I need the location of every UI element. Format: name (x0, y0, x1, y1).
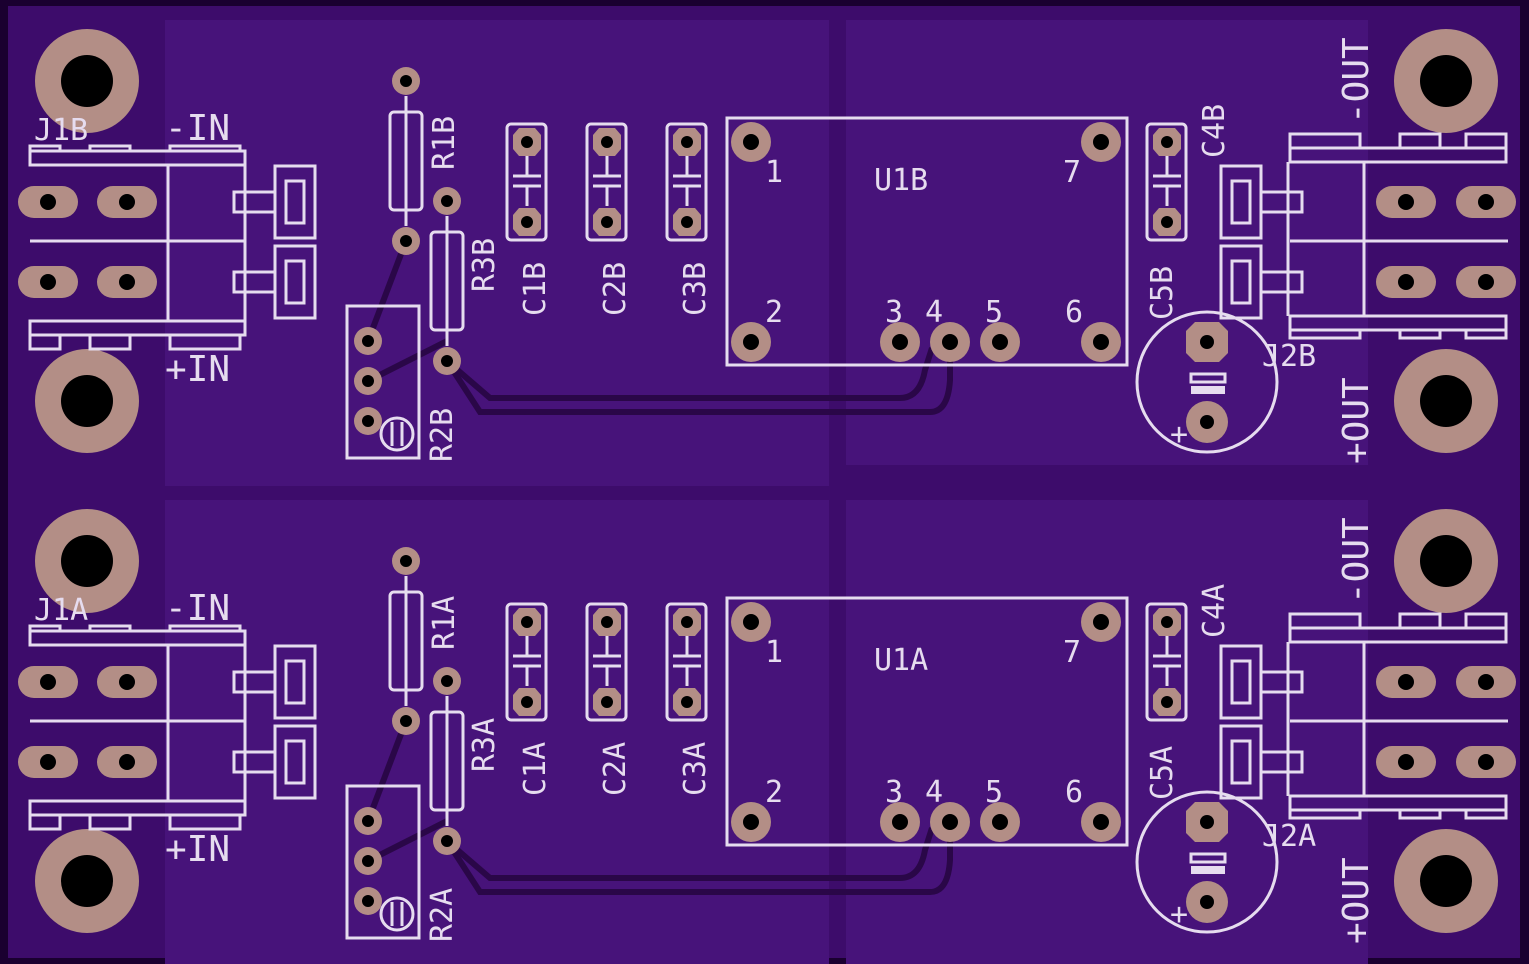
pin-label-1-a: 1 (765, 635, 783, 670)
label-c1a: C1A (518, 742, 553, 796)
label-neg-out-a: -OUT (1336, 517, 1377, 604)
mounting-hole-a-tl (35, 509, 139, 613)
label-pos-in-b: +IN (165, 349, 230, 390)
resistor-r1a (388, 547, 424, 735)
label-c2a: C2A (598, 742, 633, 796)
label-c3a: C3A (678, 742, 713, 796)
label-neg-out-b: -OUT (1336, 37, 1377, 124)
ic-u1a (725, 596, 1129, 847)
trace-b-1 (445, 347, 935, 401)
label-u1b: U1B (874, 163, 928, 198)
label-neg-in-b: -IN (165, 108, 230, 149)
label-c3b: C3B (678, 262, 713, 316)
pin-label-2-b: 2 (765, 295, 783, 330)
label-r3a: R3A (467, 718, 502, 772)
channel-b: J1B -IN +IN R1B R3B R2B (18, 20, 1516, 486)
capacitor-c2a (585, 602, 628, 722)
trace-b-4 (366, 338, 449, 384)
trace-a-2 (444, 822, 953, 895)
resistor-r1b (388, 67, 424, 255)
label-pos-in-a: +IN (165, 829, 230, 870)
label-u1a: U1A (874, 643, 928, 678)
mounting-hole-a-br (1394, 829, 1498, 933)
trace-a-3 (365, 719, 409, 823)
label-j1a: J1A (34, 593, 88, 628)
label-pos-out-b: +OUT (1336, 377, 1377, 464)
pin-label-5-a: 5 (985, 775, 1003, 810)
capacitor-c4b (1145, 122, 1188, 242)
capacitor-c5b (1135, 310, 1279, 454)
pin-label-4-b: 4 (925, 295, 943, 330)
pin-label-2-a: 2 (765, 775, 783, 810)
resistor-r3b (429, 187, 465, 375)
pin-label-6-a: 6 (1065, 775, 1083, 810)
capacitor-c2b (585, 122, 628, 242)
label-neg-in-a: -IN (165, 588, 230, 629)
mounting-hole-b-tl (35, 29, 139, 133)
capacitor-c1b (505, 122, 548, 242)
label-r2a: R2A (425, 888, 460, 942)
pin-label-3-a: 3 (885, 775, 903, 810)
output-connector-j2a (1219, 612, 1516, 820)
label-c5a-plus: + (1170, 897, 1188, 932)
resistor-r3a (429, 667, 465, 855)
output-connector-j2b (1219, 132, 1516, 340)
input-connector-j1b (18, 144, 317, 351)
label-c4a: C4A (1197, 584, 1232, 638)
input-connector-j1a (18, 624, 317, 831)
pin-label-3-b: 3 (885, 295, 903, 330)
capacitor-c3b (665, 122, 708, 242)
copper-pour-right-a (846, 500, 1368, 964)
label-j2a: J2A (1262, 819, 1316, 854)
label-r1a: R1A (427, 596, 462, 650)
label-c5b-plus: + (1170, 417, 1188, 452)
trace-b-3 (365, 239, 409, 343)
capacitor-c5a (1135, 790, 1279, 934)
mounting-hole-b-br (1394, 349, 1498, 453)
label-r1b: R1B (427, 116, 462, 170)
pin-label-6-b: 6 (1065, 295, 1083, 330)
mounting-hole-b-tr (1394, 29, 1498, 133)
label-r3b: R3B (467, 238, 502, 292)
trace-a-1 (445, 827, 935, 881)
label-c2b: C2B (598, 262, 633, 316)
capacitor-c1a (505, 602, 548, 722)
label-r2b: R2B (425, 408, 460, 462)
trace-a-4 (366, 818, 449, 864)
label-c1b: C1B (518, 262, 553, 316)
trimmer-r2a (345, 784, 421, 940)
label-j2b: J2B (1262, 339, 1316, 374)
label-c5a: C5A (1145, 746, 1180, 800)
pin-label-5-b: 5 (985, 295, 1003, 330)
pin-label-1-b: 1 (765, 155, 783, 190)
capacitor-c3a (665, 602, 708, 722)
copper-pour-right-b (846, 20, 1368, 465)
trace-b-2 (444, 342, 953, 415)
channel-a: J1A -IN +IN R1A R3A R2A (18, 500, 1516, 964)
label-pos-out-a: +OUT (1336, 857, 1377, 944)
mounting-hole-a-tr (1394, 509, 1498, 613)
label-j1b: J1B (34, 113, 88, 148)
ic-u1b (725, 116, 1129, 367)
label-c4b: C4B (1197, 104, 1232, 158)
trimmer-r2b (345, 304, 421, 460)
mounting-hole-a-bl (35, 829, 139, 933)
mounting-hole-b-bl (35, 349, 139, 453)
pin-label-7-a: 7 (1063, 635, 1081, 670)
pin-label-7-b: 7 (1063, 155, 1081, 190)
capacitor-c4a (1145, 602, 1188, 722)
label-c5b: C5B (1145, 266, 1180, 320)
pin-label-4-a: 4 (925, 775, 943, 810)
